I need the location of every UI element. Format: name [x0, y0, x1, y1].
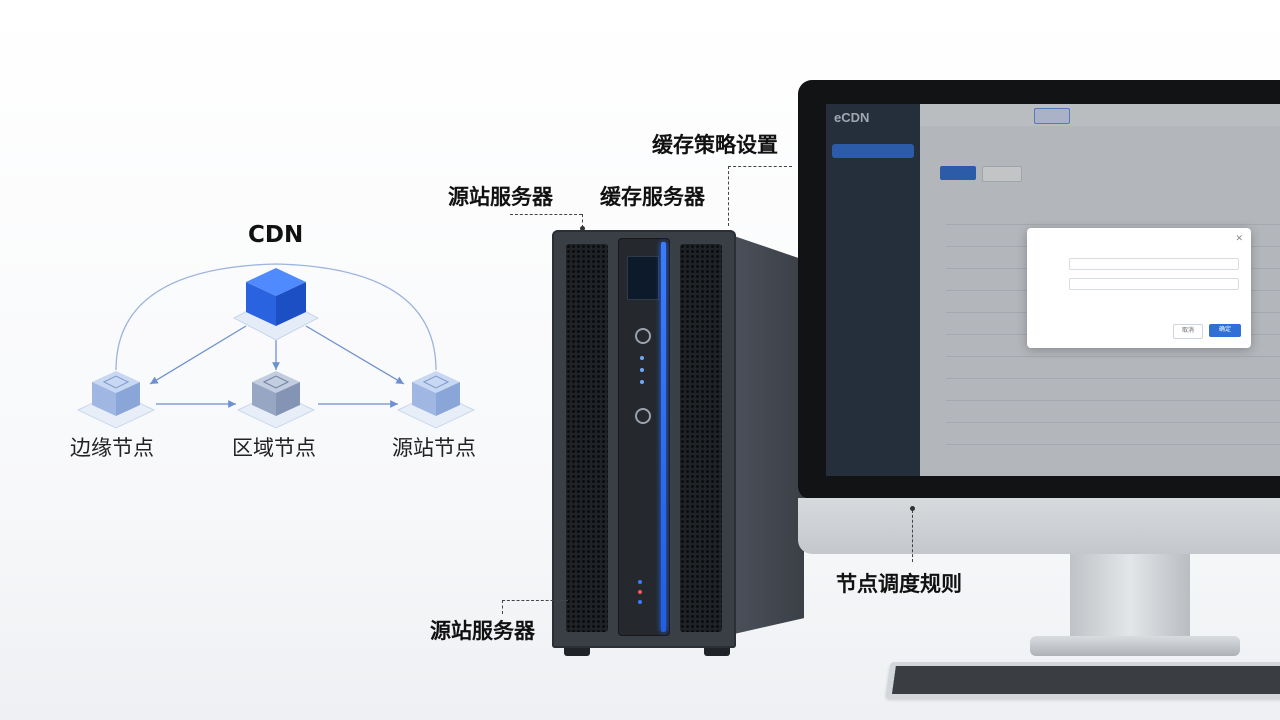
keyboard-keys: [892, 666, 1280, 694]
monitor-stand-neck: [1070, 554, 1190, 646]
leader-scheduling-v: [912, 510, 913, 562]
led-1: [640, 356, 644, 360]
cdn-diagram: CDN: [0, 0, 560, 720]
led-2: [640, 368, 644, 372]
modal-field-3[interactable]: [1069, 298, 1239, 310]
monitor-screen: eCDN ✕: [826, 104, 1280, 476]
app-sidebar: eCDN: [826, 104, 920, 476]
cdn-cube-icon: [232, 268, 320, 341]
pin-scheduling: [910, 506, 915, 511]
table-row: [946, 224, 1280, 225]
left-mesh-grille: [566, 244, 608, 632]
tower-side-panel: [734, 236, 804, 634]
link-arc: [115, 263, 437, 371]
cache-rule-modal: ✕ 取消 确定: [1027, 228, 1251, 348]
arrow-cdn-origin: [305, 325, 405, 385]
secondary-button[interactable]: [982, 166, 1022, 182]
leader-policy-h: [728, 166, 792, 167]
close-icon[interactable]: ✕: [1235, 234, 1243, 244]
keyboard: [885, 662, 1280, 698]
app-brand: eCDN: [834, 110, 870, 125]
table-row: [946, 444, 1280, 445]
topbar-active-tab[interactable]: [1034, 108, 1070, 124]
blue-light-bar: [661, 242, 666, 632]
callout-cache-server: 缓存服务器: [600, 185, 705, 209]
table-row: [946, 378, 1280, 379]
edge-node-label: 边缘节点: [70, 436, 154, 460]
leader-origin-top-v: [582, 214, 583, 228]
modal-field-2[interactable]: [1069, 278, 1239, 290]
table-row: [946, 422, 1280, 423]
origin-node-icon: [396, 371, 476, 429]
callout-origin-server-bottom: 源站服务器: [430, 619, 535, 643]
diagram-graphics: [76, 263, 476, 429]
leader-policy-v: [728, 166, 729, 226]
table-row: [946, 400, 1280, 401]
status-display: [627, 256, 659, 300]
callout-origin-server-top: 源站服务器: [448, 185, 553, 209]
led-5: [638, 590, 642, 594]
modal-field-1[interactable]: [1069, 258, 1239, 270]
power-ring-icon: [635, 328, 651, 344]
power-button-icon: [635, 408, 651, 424]
callout-node-scheduling: 节点调度规则: [836, 572, 962, 596]
pin-origin-top: [580, 226, 585, 231]
tower-front-panel: [552, 230, 736, 648]
table-row: [946, 356, 1280, 357]
arrow-cdn-edge: [149, 325, 247, 385]
led-4: [638, 580, 642, 584]
led-6: [638, 600, 642, 604]
origin-node-label: 源站节点: [392, 436, 476, 460]
led-3: [640, 380, 644, 384]
region-node-label: 区域节点: [232, 436, 316, 460]
leader-origin-top-h: [510, 214, 582, 215]
monitor-stand-base: [1030, 636, 1240, 656]
leader-origin-bottom-h: [502, 600, 568, 601]
callout-cache-policy: 缓存策略设置: [652, 133, 778, 157]
region-node-icon: [236, 371, 316, 429]
cdn-title: CDN: [248, 222, 304, 248]
edge-node-icon: [76, 371, 156, 429]
leader-origin-bottom-v: [502, 600, 503, 614]
monitor-chin: [798, 498, 1280, 554]
primary-button[interactable]: [940, 166, 976, 180]
right-mesh-grille: [680, 244, 722, 632]
tower-foot-right: [704, 648, 730, 656]
tower-foot-left: [564, 648, 590, 656]
confirm-button[interactable]: 确定: [1209, 324, 1241, 337]
cancel-button[interactable]: 取消: [1173, 324, 1203, 339]
nav-item-2[interactable]: [832, 144, 914, 158]
app-topbar: [920, 104, 1280, 126]
